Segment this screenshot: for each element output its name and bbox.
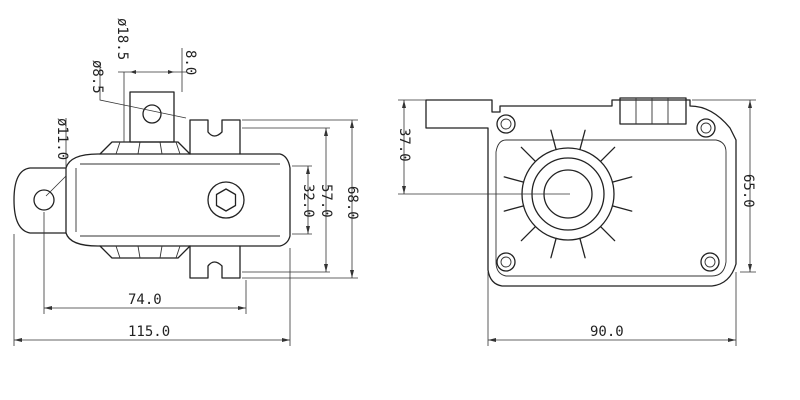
dim-74-0: 74.0 [128, 292, 162, 308]
bracket-plate [189, 119, 241, 155]
dim-8-0: 8.0 [182, 50, 198, 75]
radial-rib [611, 176, 633, 183]
mount-hole-tl [496, 114, 516, 134]
radial-rib [520, 146, 537, 163]
dim-57-0: 57.0 [318, 184, 334, 218]
mount-hole-bl-inner [500, 256, 512, 268]
hex-socket-ring [207, 181, 245, 219]
eye-lug [13, 167, 67, 234]
front-view-dimensions: 37.0 65.0 90.0 [396, 99, 756, 346]
dim-65-0: 65.0 [740, 174, 756, 208]
mount-hole-br [700, 252, 720, 272]
lower-collar-ribs [115, 245, 181, 259]
lug-hole [33, 189, 55, 211]
housing-outline [425, 99, 737, 287]
dim-d18-5: ø18.5 [114, 18, 130, 60]
side-view [13, 91, 291, 279]
mount-hole-tl-inner [500, 118, 512, 130]
front-view [425, 97, 737, 287]
shaft-hole [142, 104, 162, 124]
dim-37-0: 37.0 [396, 128, 412, 162]
shaft [129, 91, 175, 143]
dim-d11-0: ø11.0 [54, 118, 70, 160]
radial-rib [579, 237, 586, 259]
radial-rib [611, 205, 633, 212]
lower-collar [99, 245, 191, 259]
mount-hole-bl [496, 252, 516, 272]
clip-block [619, 97, 687, 125]
dim-115-0: 115.0 [128, 324, 170, 340]
radial-rib [599, 146, 616, 163]
mount-hole-br-inner [704, 256, 716, 268]
dim-d8-5: ø8.5 [89, 60, 105, 94]
hex-socket [215, 188, 237, 212]
radial-rib [550, 237, 557, 259]
body-outline [65, 153, 291, 247]
dim-32-0: 32.0 [300, 184, 316, 218]
housing-inner [495, 139, 727, 277]
radial-rib [599, 225, 616, 242]
radial-rib [503, 205, 525, 212]
clip-block-slots [635, 98, 669, 124]
bracket-plate-bottom [189, 245, 241, 279]
mount-hole-tr-inner [700, 122, 712, 134]
side-view-dimensions: ø18.5 8.0 ø8.5 ø11.0 57.0 32.0 68.0 74.0 [13, 18, 360, 346]
radial-rib [550, 129, 557, 151]
upper-collar-ribs [115, 141, 181, 155]
mount-hole-tr [696, 118, 716, 138]
dim-90-0: 90.0 [590, 324, 624, 340]
radial-rib [503, 176, 525, 183]
radial-rib [520, 225, 537, 242]
dim-68-0: 68.0 [344, 186, 360, 220]
radial-rib [579, 129, 586, 151]
radial-ribs [503, 129, 633, 259]
